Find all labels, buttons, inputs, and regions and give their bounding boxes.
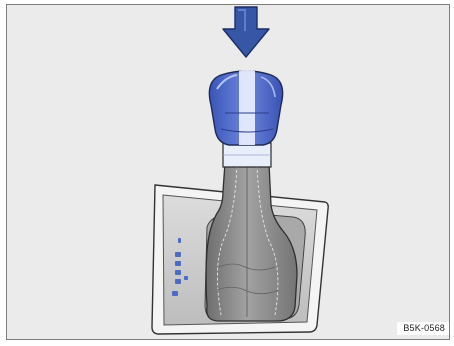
indicator-mark	[184, 276, 188, 280]
indicator-mark	[172, 291, 178, 296]
indicator-mark	[178, 238, 181, 243]
figure-code-label: B5K-0568	[397, 322, 449, 335]
indicator-mark	[175, 252, 181, 257]
indicator-mark	[175, 261, 181, 266]
figure-frame: B5K-0568	[6, 4, 450, 340]
indicator-mark	[175, 270, 181, 275]
indicator-mark	[175, 279, 181, 284]
gear-shifter-illustration	[7, 5, 450, 340]
arrow-down-icon	[223, 7, 269, 57]
shift-knob	[209, 70, 282, 167]
shifter-boot	[206, 163, 297, 321]
